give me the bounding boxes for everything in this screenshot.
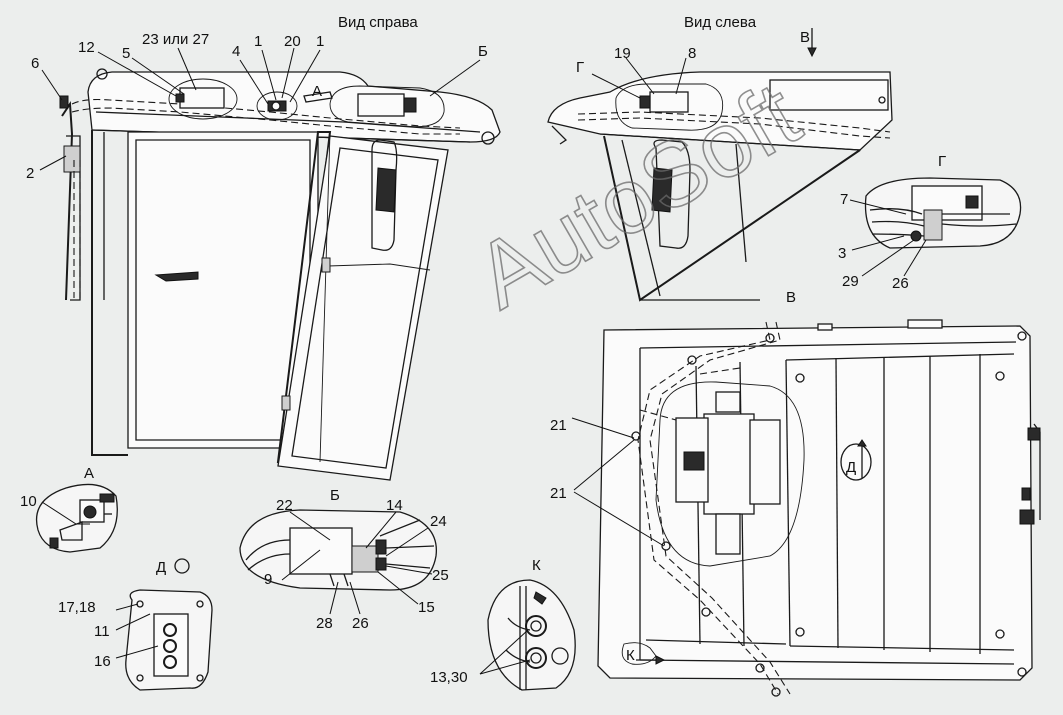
callout-3: 3 xyxy=(838,245,846,262)
right-view-title: Вид справа xyxy=(338,14,418,31)
callout-28: 28 xyxy=(316,615,333,632)
callout-17-18: 17,18 xyxy=(58,599,96,616)
callout-22: 22 xyxy=(276,497,293,514)
ref-d-on-view: Д xyxy=(846,459,856,476)
callout-29: 29 xyxy=(842,273,859,290)
ref-a-on-view: А xyxy=(312,83,322,100)
callout-23-27: 23 или 27 xyxy=(142,31,209,48)
ref-g-on-view: Г xyxy=(576,59,584,76)
detail-k xyxy=(487,579,576,691)
view-b-roof-plan xyxy=(597,28,1041,697)
detail-g-title: Г xyxy=(938,153,946,170)
callout-21b: 21 xyxy=(550,485,567,502)
callout-26-b: 26 xyxy=(352,615,369,632)
view-b-arrow-label: В xyxy=(800,29,810,46)
callout-5: 5 xyxy=(122,45,130,62)
callout-26-g: 26 xyxy=(892,275,909,292)
callout-2: 2 xyxy=(26,165,34,182)
detail-a-title: А xyxy=(84,465,94,482)
callout-19: 19 xyxy=(614,45,631,62)
callout-6: 6 xyxy=(31,55,39,72)
callout-8: 8 xyxy=(688,45,696,62)
ref-k-on-view: К xyxy=(626,647,635,664)
detail-a xyxy=(36,483,118,553)
callout-24: 24 xyxy=(430,513,447,530)
right-view-cab xyxy=(59,68,501,481)
callout-25: 25 xyxy=(432,567,449,584)
callout-11: 11 xyxy=(94,623,110,640)
callout-4: 4 xyxy=(232,43,240,60)
callout-1b: 1 xyxy=(316,33,324,50)
detail-d xyxy=(125,558,213,691)
detail-g xyxy=(864,177,1022,249)
view-b-title: В xyxy=(786,289,796,306)
leader-lines xyxy=(39,47,927,675)
left-view-cab xyxy=(547,71,893,302)
callout-20: 20 xyxy=(284,33,301,50)
callout-7: 7 xyxy=(840,191,848,208)
callout-1a: 1 xyxy=(254,33,262,50)
callout-15: 15 xyxy=(418,599,435,616)
ref-b-on-view: Б xyxy=(478,43,488,60)
detail-b xyxy=(239,509,437,591)
callout-9: 9 xyxy=(264,571,272,588)
callout-16: 16 xyxy=(94,653,111,670)
callout-12: 12 xyxy=(78,39,95,56)
callout-14: 14 xyxy=(386,497,403,514)
left-view-title: Вид слева xyxy=(684,14,757,31)
callout-13-30: 13,30 xyxy=(430,669,468,686)
detail-d-title: Д xyxy=(156,559,166,576)
detail-b-title: Б xyxy=(330,487,340,504)
detail-k-title: К xyxy=(532,557,541,574)
callout-10: 10 xyxy=(20,493,37,510)
callout-21a: 21 xyxy=(550,417,567,434)
